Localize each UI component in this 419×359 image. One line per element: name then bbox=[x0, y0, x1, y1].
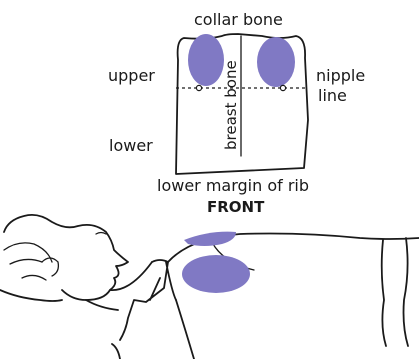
patient-shirt-fold bbox=[382, 240, 386, 346]
patient-lower-pad bbox=[182, 255, 250, 293]
line-label: line bbox=[318, 86, 347, 105]
lower-label: lower bbox=[109, 136, 153, 155]
collar-bone-label: collar bone bbox=[194, 10, 283, 29]
patient-head bbox=[4, 215, 128, 300]
patient-neck bbox=[86, 262, 152, 310]
patient-ear bbox=[42, 258, 58, 276]
patient-arm-line bbox=[404, 238, 409, 346]
nipple-label: nipple bbox=[316, 66, 365, 85]
patient-back-of-head bbox=[0, 290, 62, 301]
breast-bone-label: breast bone bbox=[222, 60, 240, 150]
upper-label: upper bbox=[108, 66, 155, 85]
patient-torso-side bbox=[176, 300, 194, 359]
patient-eye bbox=[96, 233, 106, 235]
left-nipple-marker bbox=[196, 85, 201, 90]
lower-pad-marker bbox=[257, 37, 295, 87]
lower-margin-label: lower margin of rib bbox=[157, 176, 309, 195]
patient-upper-pad bbox=[184, 232, 236, 246]
patient-bottom bbox=[112, 344, 120, 359]
patient-hair bbox=[4, 243, 52, 280]
right-nipple-marker bbox=[280, 85, 285, 90]
patient-collar bbox=[120, 260, 176, 340]
upper-pad-marker bbox=[188, 34, 224, 86]
front-label: FRONT bbox=[207, 198, 265, 216]
